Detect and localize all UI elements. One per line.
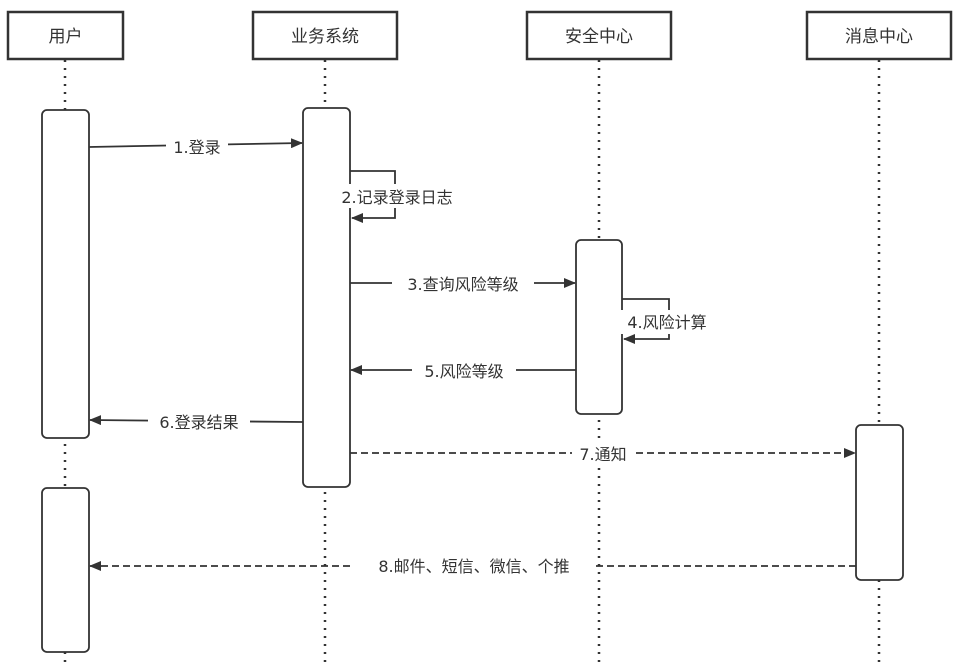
message-8: 8.邮件、短信、微信、个推 <box>89 554 856 578</box>
activation-user-2 <box>41 487 90 653</box>
participant-user: 用户 <box>6 10 125 61</box>
message-label: 2.记录登录日志 <box>341 188 452 207</box>
activation-message <box>855 424 904 581</box>
participant-security: 安全中心 <box>525 10 673 61</box>
message-label: 6.登录结果 <box>159 413 238 432</box>
participant-label: 业务系统 <box>291 27 359 47</box>
participant-business: 业务系统 <box>251 10 399 61</box>
message-label: 4.风险计算 <box>627 313 706 332</box>
message-7: 7.通知 <box>350 442 856 466</box>
message-4: 4.风险计算 <box>617 298 719 344</box>
message-6: 6.登录结果 <box>89 410 304 434</box>
activation-business <box>302 107 351 488</box>
message-label: 1.登录 <box>173 138 220 157</box>
activation-security <box>575 239 623 415</box>
message-label: 8.邮件、短信、微信、个推 <box>378 557 569 576</box>
participant-message: 消息中心 <box>805 10 953 61</box>
participant-label: 用户 <box>49 27 83 47</box>
message-5: 5.风险等级 <box>350 359 576 383</box>
activation-user-1 <box>41 109 90 439</box>
participant-label: 安全中心 <box>565 27 633 47</box>
message-3: 3.查询风险等级 <box>350 272 576 296</box>
message-label: 5.风险等级 <box>424 362 503 381</box>
message-label: 3.查询风险等级 <box>407 275 518 294</box>
message-2: 2.记录登录日志 <box>328 170 468 223</box>
participant-label: 消息中心 <box>845 27 913 47</box>
message-1: 1.登录 <box>88 135 303 157</box>
message-label: 7.通知 <box>579 445 626 464</box>
